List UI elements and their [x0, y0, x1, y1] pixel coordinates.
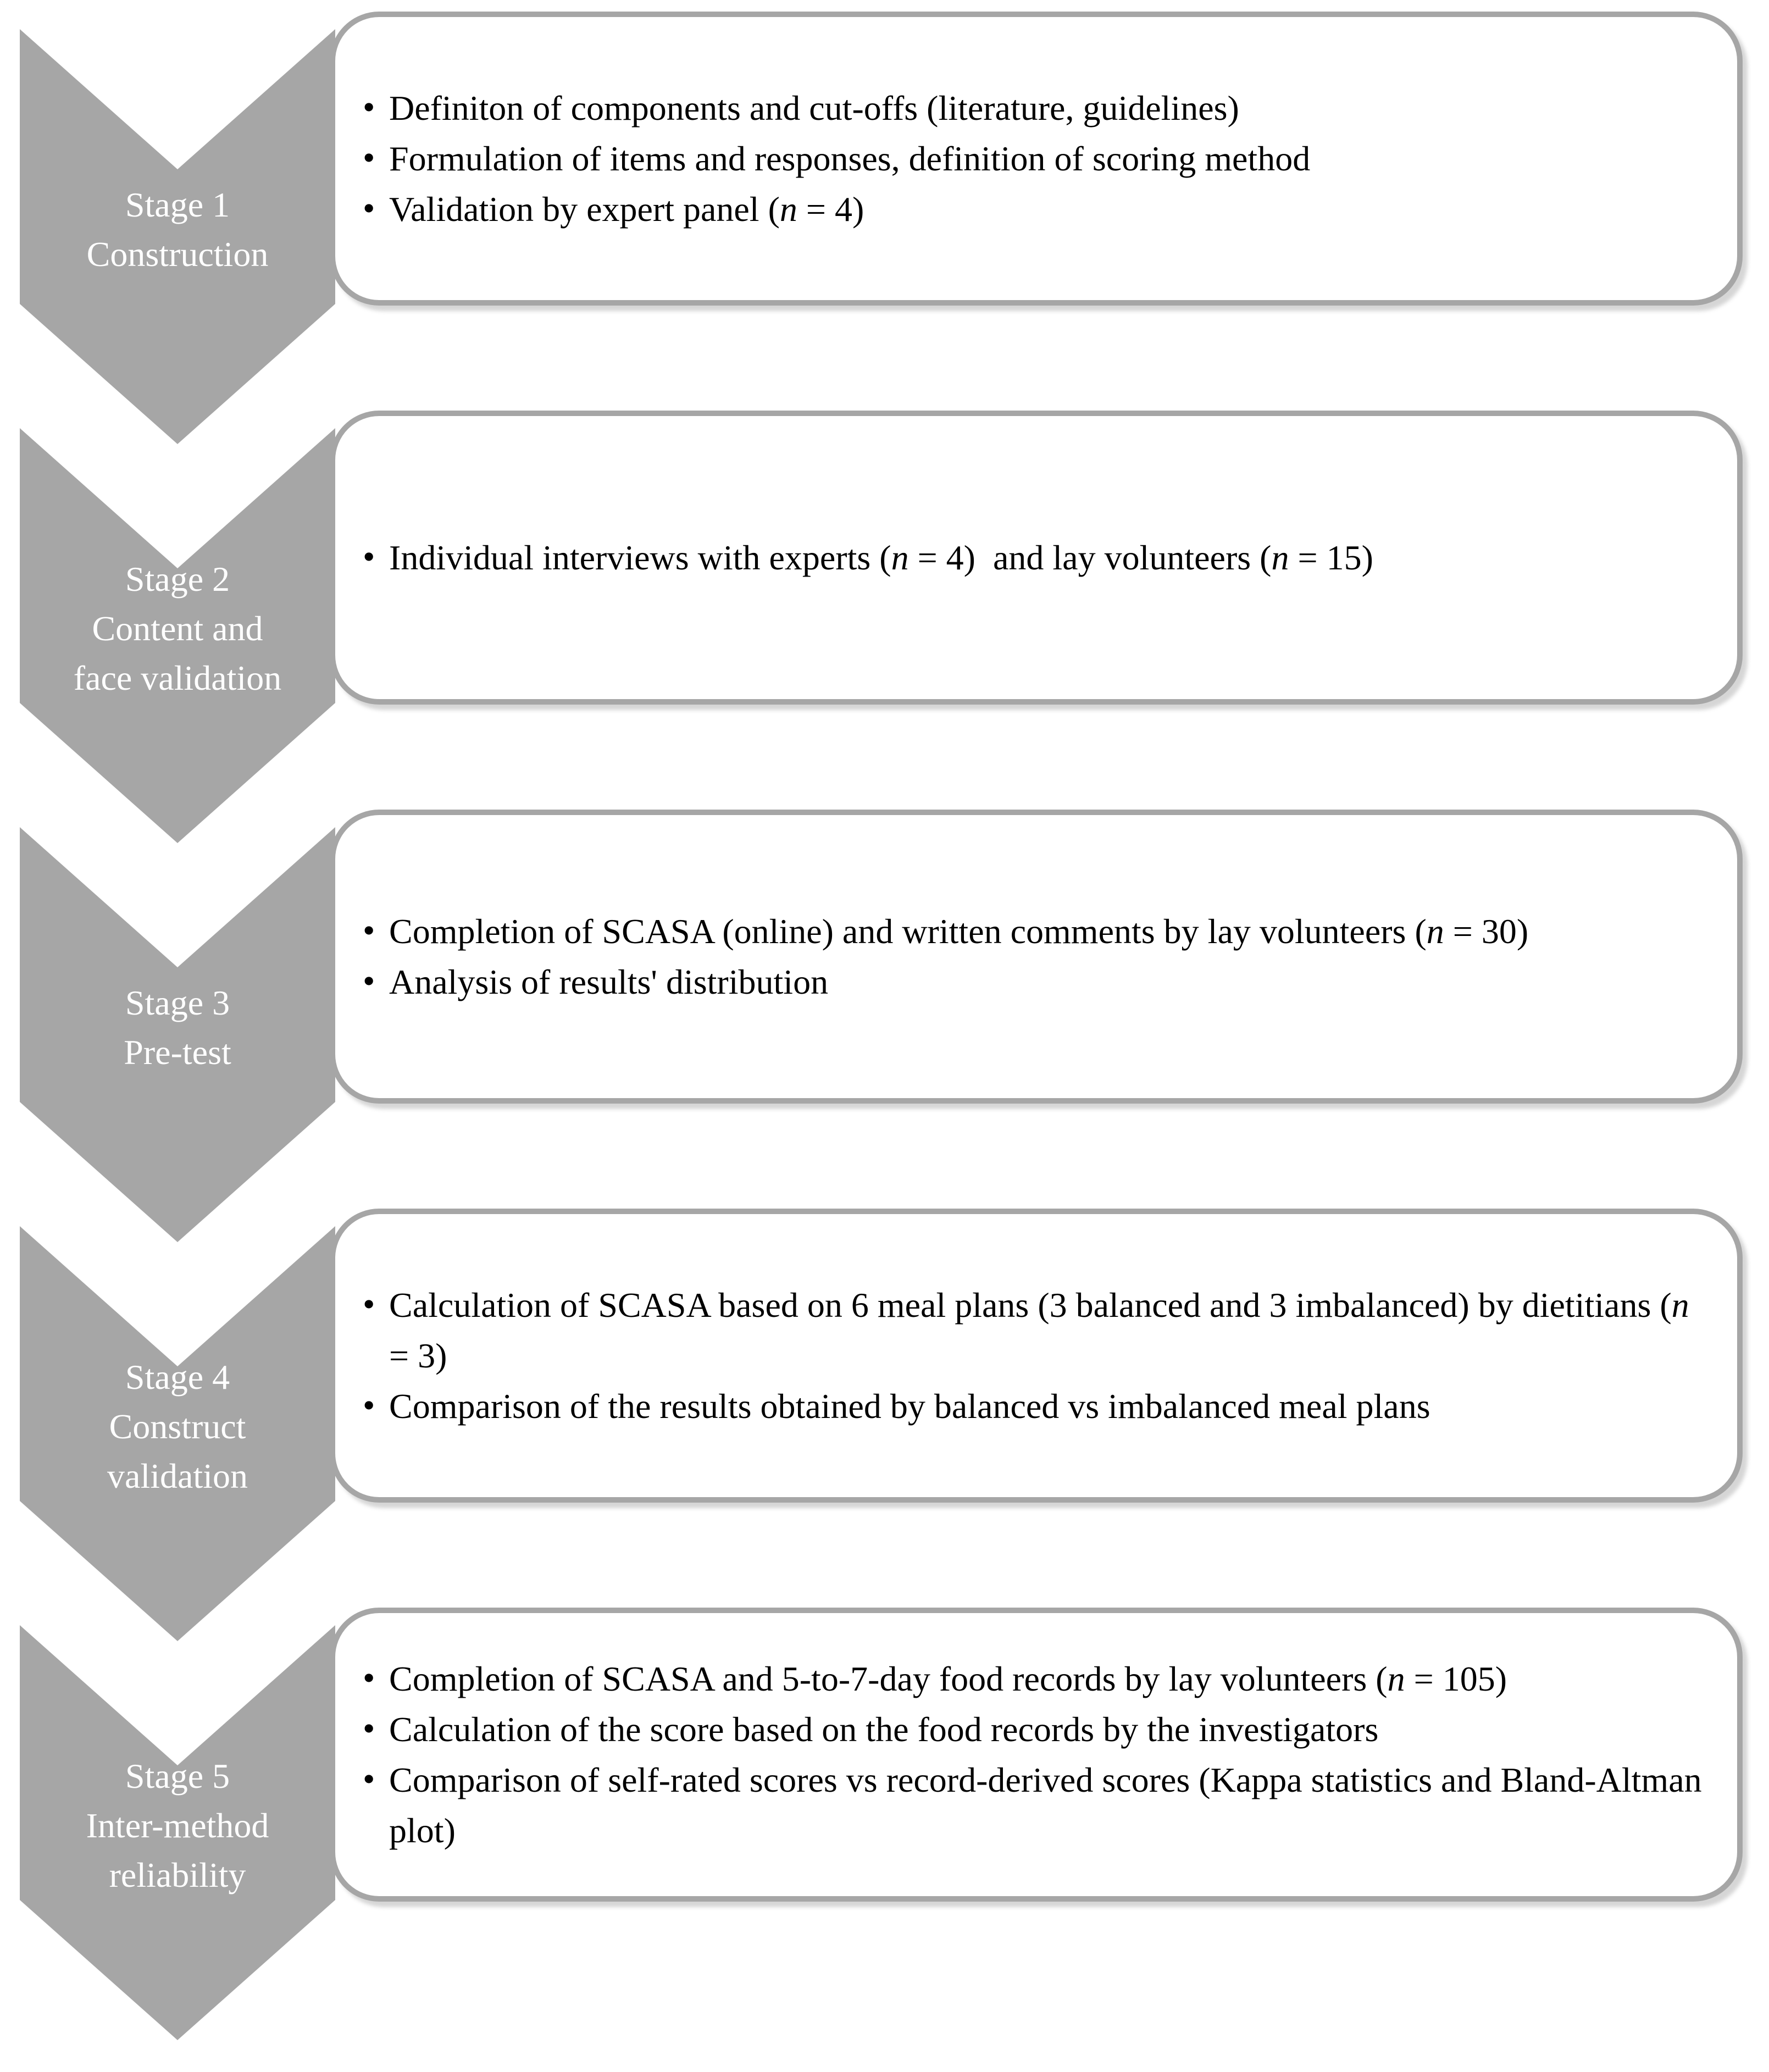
- bullet-text: Comparison of self-rated scores vs recor…: [389, 1760, 1711, 1850]
- bullet-icon: •: [363, 1759, 375, 1798]
- stage-label: Stage 2 Content and face validation: [20, 511, 335, 747]
- chevron-down-shape: [20, 1226, 335, 1641]
- stage-label-line: Pre-test: [124, 1033, 231, 1072]
- bullet-text: Formulation of items and responses, defi…: [389, 138, 1311, 178]
- bullet-text: Definiton of components and cut-offs (li…: [389, 88, 1239, 128]
- bullet-item: •Comparison of self-rated scores vs reco…: [363, 1755, 1704, 1856]
- chevron-down-shape: [20, 1625, 335, 2040]
- stage-description-box: • Individual interviews with experts (n =…: [330, 411, 1743, 705]
- chevron-down-shape: [20, 29, 335, 444]
- stage-description-box: • Completion of SCASA (online) and writte…: [330, 810, 1743, 1104]
- stage-row: • Completion of SCASA (online) and writte…: [0, 810, 1769, 1244]
- chevron-down-icon: [20, 1226, 335, 1641]
- stage-label-line: Inter-method: [86, 1806, 269, 1845]
- bullet-list: • Completion of SCASA and 5-to-7-day food…: [363, 1654, 1704, 1856]
- chevron-down-icon: [20, 428, 335, 843]
- stage-label-line: Stage 3: [125, 983, 230, 1022]
- bullet-item: • Analysis of results' distribution: [363, 957, 1704, 1007]
- chevron-down-shape: [20, 428, 335, 843]
- stage-label-line: Content and: [92, 609, 263, 648]
- bullet-icon: •: [363, 1658, 375, 1697]
- bullet-icon: •: [363, 1284, 375, 1323]
- bullet-text: Completion of SCASA and 5-to-7-day food …: [389, 1659, 1507, 1698]
- bullet-icon: •: [363, 1708, 375, 1748]
- bullet-item: • Comparison of the results obtained by b…: [363, 1381, 1704, 1432]
- stage-label: Stage 4 Construct validation: [20, 1309, 335, 1545]
- bullet-text: Comparison of the results obtained by ba…: [389, 1386, 1430, 1426]
- bullet-list: • Definiton of components and cut-offs (l…: [363, 83, 1704, 235]
- bullet-icon: •: [363, 137, 375, 177]
- bullet-item: • Individual interviews with experts (n =…: [363, 533, 1704, 583]
- bullet-item: • Definiton of components and cut-offs (l…: [363, 83, 1704, 134]
- stage-label-line: Stage 1: [125, 185, 230, 224]
- stage-label: Stage 5 Inter-method reliability: [20, 1708, 335, 1944]
- chevron-down-icon: [20, 1625, 335, 2040]
- bullet-text: Calculation of SCASA based on 6 meal pla…: [389, 1285, 1698, 1375]
- bullet-item: • Validation by expert panel (n = 4): [363, 184, 1704, 235]
- chevron-down-icon: [20, 827, 335, 1242]
- bullet-icon: •: [363, 1385, 375, 1425]
- bullet-item: • Calculation of the score based on the f…: [363, 1704, 1704, 1755]
- bullet-icon: •: [363, 536, 375, 576]
- stage-label-line: Stage 2: [125, 559, 230, 599]
- chevron-down-icon: [20, 29, 335, 444]
- stage-description-box: • Definiton of components and cut-offs (l…: [330, 12, 1743, 306]
- stage-row: • Individual interviews with experts (n =…: [0, 411, 1769, 845]
- bullet-icon: •: [363, 188, 375, 228]
- stage-row: • Definiton of components and cut-offs (l…: [0, 12, 1769, 446]
- bullet-list: • Individual interviews with experts (n =…: [363, 533, 1704, 583]
- stage-label-line: Stage 4: [125, 1358, 230, 1397]
- bullet-icon: •: [363, 961, 375, 1000]
- bullet-list: • Completion of SCASA (online) and writte…: [363, 906, 1704, 1007]
- bullet-item: • Calculation of SCASA based on 6 meal pl…: [363, 1280, 1704, 1381]
- bullet-item: • Completion of SCASA (online) and writte…: [363, 906, 1704, 957]
- stage-label-line: Construct: [109, 1407, 246, 1446]
- stage-label-line: Stage 5: [125, 1757, 230, 1796]
- stage-label: Stage 3 Pre-test: [20, 910, 335, 1146]
- bullet-icon: •: [363, 910, 375, 950]
- stage-row: • Calculation of SCASA based on 6 meal pl…: [0, 1209, 1769, 1643]
- bullet-text: Individual interviews with experts (n = …: [389, 538, 1373, 577]
- stage-label-line: reliability: [109, 1855, 246, 1894]
- bullet-text: Calculation of the score based on the fo…: [389, 1709, 1379, 1749]
- stage-label: Stage 1 Construction: [20, 112, 335, 348]
- chevron-down-shape: [20, 827, 335, 1242]
- bullet-item: • Completion of SCASA and 5-to-7-day food…: [363, 1654, 1704, 1704]
- stage-label-line: face validation: [73, 658, 282, 697]
- stage-label-line: validation: [107, 1456, 248, 1495]
- bullet-item: • Formulation of items and responses, def…: [363, 134, 1704, 184]
- stage-description-box: • Completion of SCASA and 5-to-7-day food…: [330, 1608, 1743, 1902]
- stage-row: • Completion of SCASA and 5-to-7-day food…: [0, 1608, 1769, 2042]
- bullet-text: Validation by expert panel (n = 4): [389, 189, 864, 229]
- bullet-text: Completion of SCASA (online) and written…: [389, 911, 1529, 951]
- stage-label-line: Construction: [86, 235, 269, 274]
- bullet-icon: •: [363, 87, 375, 126]
- bullet-list: • Calculation of SCASA based on 6 meal pl…: [363, 1280, 1704, 1432]
- stage-description-box: • Calculation of SCASA based on 6 meal pl…: [330, 1209, 1743, 1503]
- bullet-text: Analysis of results' distribution: [389, 962, 829, 1001]
